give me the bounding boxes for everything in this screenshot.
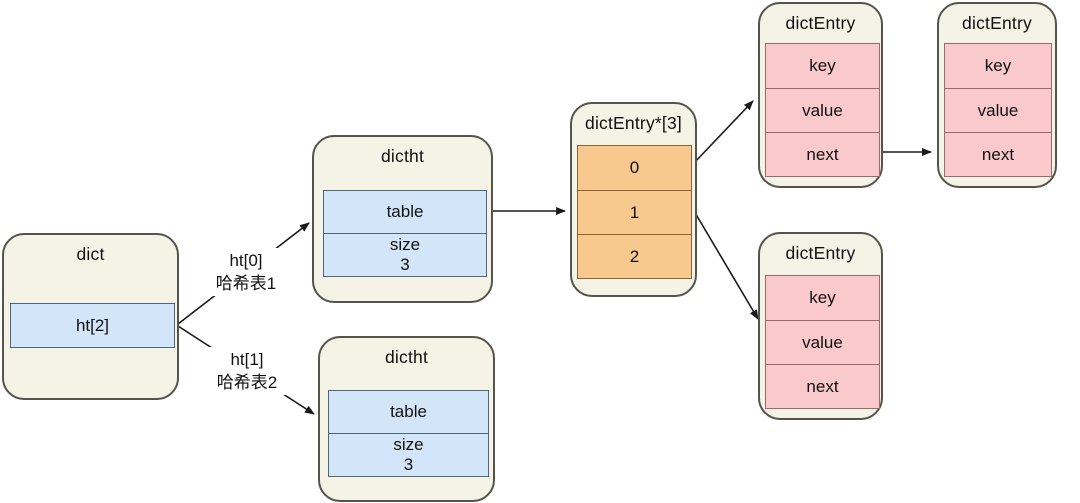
edge-label-ht0: ht[0] 哈希表1 bbox=[199, 248, 293, 296]
node-dictht-top: dictht table size 3 bbox=[312, 135, 493, 303]
size-value: 3 bbox=[403, 455, 414, 474]
arrow-slot1-to-entry-bottom bbox=[693, 210, 759, 320]
node-bucket-array: dictEntry*[3] 0 1 2 bbox=[570, 102, 697, 297]
size-label: size bbox=[393, 435, 424, 454]
node-dict-title: dict bbox=[76, 244, 105, 264]
dictentry-fields: key value next bbox=[944, 43, 1052, 177]
field-table: table bbox=[324, 191, 486, 233]
field-key: key bbox=[766, 276, 879, 320]
field-size: size 3 bbox=[324, 233, 486, 276]
field-size: size 3 bbox=[329, 433, 488, 476]
edge-label-ht0-line1: ht[0] bbox=[229, 251, 263, 270]
size-value: 3 bbox=[400, 255, 410, 274]
field-value: value bbox=[766, 88, 879, 132]
bucket-slots: 0 1 2 bbox=[577, 145, 692, 279]
node-dictentry-title: dictEntry bbox=[962, 13, 1032, 33]
edge-label-ht1-line2: 哈希表2 bbox=[216, 373, 278, 392]
field-key: key bbox=[766, 44, 879, 88]
node-dict: dict ht[2] bbox=[2, 233, 179, 400]
node-dictentry-chain-2: dictEntry key value next bbox=[937, 2, 1057, 188]
arrow-slot0-to-entry bbox=[693, 100, 754, 164]
field-next: next bbox=[945, 132, 1051, 176]
node-dictentry-chain-1: dictEntry key value next bbox=[758, 2, 883, 188]
edge-label-ht0-line2: 哈希表1 bbox=[215, 274, 277, 293]
size-label: size bbox=[389, 235, 421, 254]
slot-1: 1 bbox=[578, 190, 691, 234]
node-dictht-bottom-title: dictht bbox=[384, 347, 429, 367]
field-value: value bbox=[945, 88, 1051, 132]
edge-label-ht1-line1: ht[1] bbox=[230, 350, 264, 369]
slot-0: 0 bbox=[578, 146, 691, 190]
node-dictentry-title: dictEntry bbox=[785, 243, 856, 263]
field-ht2: ht[2] bbox=[11, 304, 174, 347]
field-value: value bbox=[766, 320, 879, 364]
dictht-top-fields: table size 3 bbox=[323, 190, 487, 277]
slot-2: 2 bbox=[578, 234, 691, 278]
edge-label-ht1: ht[1] 哈希表2 bbox=[200, 347, 294, 395]
dictentry-fields: key value next bbox=[765, 43, 880, 177]
dict-fields: ht[2] bbox=[10, 303, 175, 348]
field-key: key bbox=[945, 44, 1051, 88]
node-bucket-array-title: dictEntry*[3] bbox=[585, 113, 682, 133]
node-dictentry-bottom: dictEntry key value next bbox=[758, 232, 883, 420]
field-next: next bbox=[766, 132, 879, 176]
node-dictht-bottom: dictht table size 3 bbox=[318, 336, 495, 502]
node-dictentry-title: dictEntry bbox=[785, 13, 856, 33]
node-dictht-top-title: dictht bbox=[380, 146, 425, 166]
dictht-bottom-fields: table size 3 bbox=[328, 390, 489, 477]
dictentry-fields: key value next bbox=[765, 275, 880, 409]
field-table: table bbox=[329, 391, 488, 433]
field-next: next bbox=[766, 364, 879, 408]
